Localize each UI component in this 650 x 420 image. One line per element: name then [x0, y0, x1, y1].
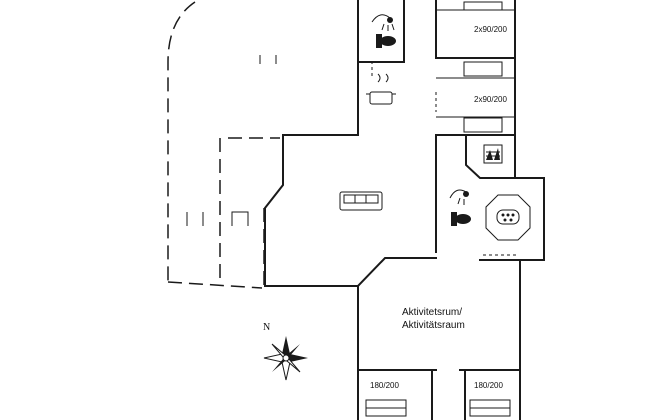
toilet-icon-2	[451, 212, 471, 226]
bed-size-label: 2x90/200	[474, 25, 507, 34]
bed-top-right-2: 2x90/200	[463, 95, 507, 133]
toilet-icon	[376, 34, 396, 48]
shower-icon-2	[449, 189, 469, 205]
bed-bottom-left: 180/200	[365, 381, 407, 417]
compass-north-label: N	[263, 322, 270, 333]
sauna-icon	[483, 144, 503, 164]
whirlpool-icon	[485, 194, 531, 241]
bed-bottom-right: 180/200	[469, 381, 511, 417]
cooking-pot-icon	[366, 73, 396, 105]
terrace-outline	[167, 1, 280, 289]
door-swings	[371, 62, 516, 256]
bed-size-label: 180/200	[474, 381, 503, 390]
room-label-activity: Aktivitetsrum/	[402, 307, 462, 318]
bed-top-right-1: 2x90/200	[463, 1, 507, 77]
bed-size-label: 180/200	[370, 381, 399, 390]
walls	[264, 0, 545, 420]
sofa-icon	[339, 191, 383, 211]
bed-size-label: 2x90/200	[474, 95, 507, 104]
compass-rose-icon	[263, 336, 308, 381]
shower-icon	[371, 14, 395, 31]
room-label-activity-2: Aktivitätsraum	[402, 320, 465, 331]
